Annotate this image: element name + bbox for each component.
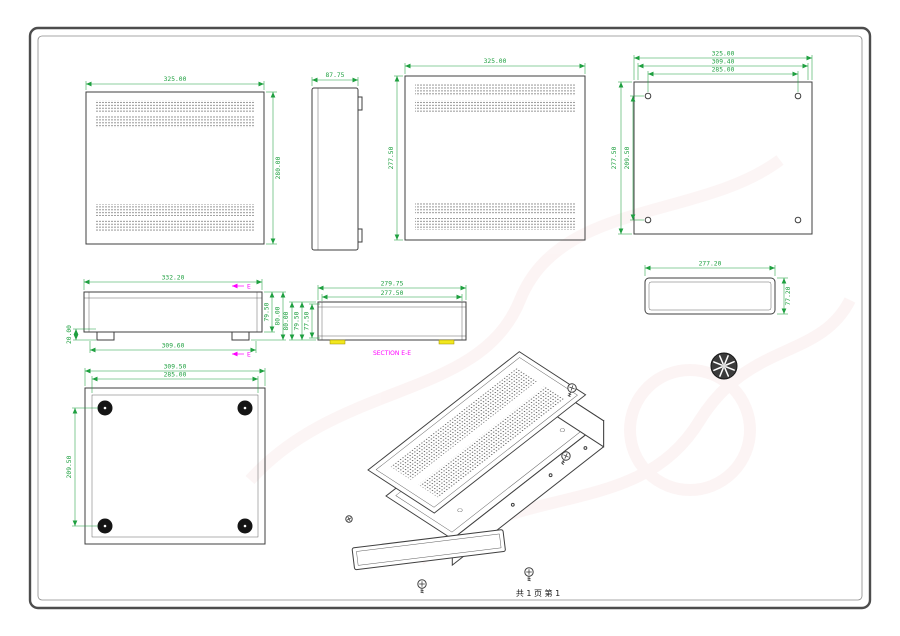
view-isometric: [345, 351, 605, 594]
view-bottom-panel: 309.50 285.00 209.50: [66, 364, 266, 545]
caster-wheel: [710, 352, 738, 380]
side-tab-top: [357, 96, 363, 111]
dim-chassis-height-outer: 80.00: [275, 306, 282, 325]
dim-chassis-height-inner: 79.50: [264, 302, 271, 321]
screw-icon: [524, 567, 534, 582]
screw-icon: [567, 383, 577, 398]
dim-rear-width-outer: 325.00: [712, 51, 735, 58]
section-foot: [438, 339, 455, 345]
border-inner: [37, 35, 863, 601]
front-trim-strip: [351, 529, 506, 571]
side-tab-bottom: [357, 228, 363, 243]
chassis-foot: [96, 331, 115, 341]
dim-section-height-inner: 77.50: [304, 311, 311, 330]
dim-cover-height: 77.20: [785, 286, 792, 305]
screw-icon: [560, 451, 571, 465]
dim-vent-width: 325.00: [484, 58, 507, 65]
dim-rear-height-inner: 209.50: [624, 146, 631, 169]
view-side-panel: 87.75: [311, 72, 363, 251]
view-chassis-front: 332.20 79.50 80.00 20.00 309.60 E E: [66, 275, 286, 359]
view-rear-panel: 325.00 309.40 285.00 277.50 209.50: [611, 51, 813, 235]
view-vent-panel: 325.00 277.50: [388, 58, 586, 241]
border-outer: [28, 26, 872, 610]
mount-hole: [644, 216, 652, 224]
section-marker-top: E: [247, 284, 251, 291]
cover-perforated: [367, 351, 587, 514]
screw-icon: [417, 579, 427, 594]
screw-icon: [345, 515, 353, 523]
dim-section-width-inner: 277.50: [381, 290, 404, 297]
view-top-cover: 277.20 77.20: [644, 261, 792, 315]
dim-front-height: 280.00: [275, 156, 282, 179]
dim-chassis-width-bottom: 309.60: [162, 343, 185, 350]
dim-bottom-width-inner: 285.00: [164, 372, 187, 379]
dim-chassis-foot-height: 20.00: [66, 325, 73, 344]
dim-section-height-outer: 80.00: [283, 311, 290, 330]
dim-side-width: 87.75: [326, 72, 345, 79]
dim-section-height-mid: 79.50: [294, 311, 301, 330]
dim-rear-height-outer: 277.50: [611, 146, 618, 169]
mount-hole: [644, 92, 652, 100]
chassis-foot: [231, 331, 250, 341]
dim-bottom-width-outer: 309.50: [164, 364, 187, 371]
section-label: SECTION E-E: [373, 350, 411, 357]
dim-rear-width-inner: 285.00: [712, 67, 735, 74]
wheel-spokes: [713, 355, 735, 377]
dim-cover-width: 277.20: [699, 261, 722, 268]
sheet-number: 共 1 页 第 1: [516, 588, 560, 598]
dim-vent-height: 277.50: [388, 146, 395, 169]
dim-rear-width-mid: 309.40: [712, 59, 735, 66]
vent-perforation: [96, 100, 254, 112]
dim-chassis-width: 332.20: [162, 275, 185, 282]
dim-front-width: 325.00: [164, 76, 187, 83]
section-marker-bottom: E: [247, 352, 251, 359]
view-front-panel: 325.00 280.00: [85, 76, 282, 245]
dim-section-width-outer: 279.75: [381, 281, 404, 288]
section-foot: [329, 339, 346, 345]
dim-bottom-height: 209.50: [66, 455, 73, 478]
mount-hole: [794, 92, 802, 100]
mount-hole: [794, 216, 802, 224]
view-section: 279.75 277.50 80.00 79.50 77.50 SECTION …: [283, 281, 467, 357]
